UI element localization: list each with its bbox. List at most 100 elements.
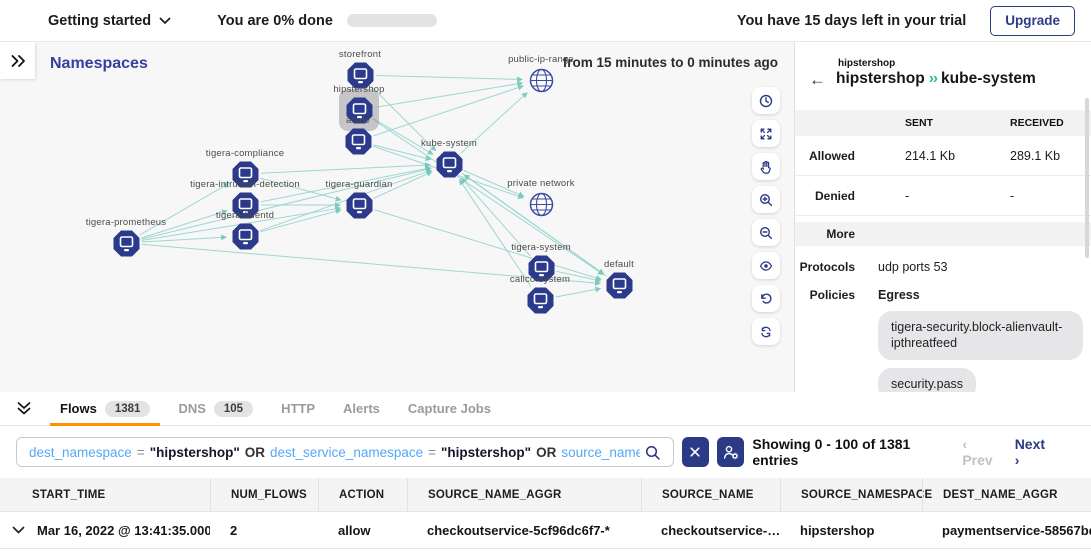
tab-label: DNS [178, 401, 205, 416]
namespace-icon [436, 151, 463, 178]
zoom-out-icon [759, 226, 773, 240]
row-expand-chevron-icon[interactable] [12, 526, 25, 535]
next-page-button[interactable]: Next › [1015, 436, 1051, 468]
flows-cell-source_namespace: hipstershop [780, 523, 922, 538]
traffic-row-denied: Denied-- [795, 176, 1091, 216]
double-chevron-right-icon [10, 54, 26, 68]
graph-node-tigera-guardian[interactable] [346, 192, 373, 219]
graph-pan-button[interactable] [752, 153, 780, 180]
tab-count-badge: 105 [214, 401, 253, 417]
traffic-received-value: 289.1 Kb [1010, 149, 1091, 163]
pagination: Showing 0 - 100 of 1381 entries ‹ Prev N… [752, 436, 1051, 468]
flows-table-body: Mar 16, 2022 @ 13:41:35.0002allowcheckou… [0, 512, 1091, 549]
graph-visibility-button[interactable] [752, 252, 780, 279]
progress-bar [347, 14, 437, 27]
graph-zoom-out-button[interactable] [752, 219, 780, 246]
graph-zoom-in-button[interactable] [752, 186, 780, 213]
details-scrollbar[interactable] [1085, 98, 1089, 258]
flows-table-row[interactable]: Mar 16, 2022 @ 13:41:35.0002allowcheckou… [0, 512, 1091, 549]
refresh-icon [759, 325, 773, 339]
flows-cell-source_name: checkoutservice-… [641, 523, 780, 538]
tab-flows[interactable]: Flows1381 [46, 392, 164, 426]
clear-filter-button[interactable] [682, 437, 709, 467]
policy-pill[interactable]: tigera-security.block-alienvault-ipthrea… [878, 311, 1083, 360]
flow-details-panel: hipstershop ← hipstershop››kube-system S… [795, 42, 1091, 392]
namespace-icon [527, 287, 554, 314]
globe-icon [528, 67, 555, 94]
query-token-op: = [137, 445, 145, 460]
graph-undo-button[interactable] [752, 285, 780, 312]
flows-col-start_time: START_TIME [0, 478, 210, 512]
node-label-calico-system: calico-system [455, 274, 625, 285]
trial-days-label: You have 15 days left in your trial [737, 13, 966, 29]
user-gear-icon [723, 445, 739, 460]
traffic-sent-value: - [905, 189, 1010, 203]
node-label-public-ip-range: public-ip-range [456, 54, 626, 65]
chevron-down-icon [159, 17, 171, 25]
node-label-tigera-compliance: tigera-compliance [160, 148, 330, 159]
flows-col-source_name: SOURCE_NAME [641, 478, 780, 512]
traffic-row-allowed: Allowed214.1 Kb289.1 Kb [795, 136, 1091, 176]
flows-col-action: ACTION [318, 478, 407, 512]
policies-row: Policies Egress tigera-security.block-al… [795, 288, 1091, 392]
tab-capture-jobs[interactable]: Capture Jobs [394, 392, 505, 426]
tab-alerts[interactable]: Alerts [329, 392, 394, 426]
clock-icon [759, 94, 773, 108]
graph-node-kube-system[interactable] [436, 151, 463, 178]
query-token-keyword: OR [245, 445, 265, 460]
more-section-header: More [795, 222, 1091, 246]
close-icon [690, 447, 700, 457]
graph-node-private-network[interactable] [528, 191, 555, 218]
flows-table-header: START_TIMENUM_FLOWSACTIONSOURCE_NAME_AGG… [0, 478, 1091, 512]
fit-view-icon [759, 127, 773, 141]
getting-started-label: Getting started [48, 13, 151, 29]
progress-label: You are 0% done [217, 13, 333, 29]
traffic-row-label: Denied [795, 189, 905, 203]
query-token-field: dest_service_namespace [270, 445, 423, 460]
upgrade-button[interactable]: Upgrade [990, 6, 1075, 36]
tab-dns[interactable]: DNS 105 [164, 392, 267, 426]
showing-entries-label: Showing 0 - 100 of 1381 entries [752, 436, 946, 468]
protocols-row: Protocols udp ports 53 [795, 260, 1091, 274]
bottom-tab-bar: Flows1381 DNS 105 HTTPAlertsCapture Jobs [0, 392, 1091, 426]
tab-http[interactable]: HTTP [267, 392, 329, 426]
back-arrow-icon[interactable]: ← [809, 71, 826, 88]
graph-node-public-ip-range[interactable] [528, 67, 555, 94]
globe-icon [528, 191, 555, 218]
double-chevron-down-icon [16, 401, 32, 416]
namespace-icon [346, 192, 373, 219]
flows-cell-start_time: Mar 16, 2022 @ 13:41:35.000 [0, 523, 210, 538]
filter-row: dest_namespace = "hipstershop" OR dest_servi… [0, 426, 1091, 478]
filter-query-input[interactable]: dest_namespace = "hipstershop" OR dest_servi… [16, 437, 674, 467]
query-token-op: = [428, 445, 436, 460]
collapse-panel-button[interactable] [16, 401, 32, 416]
graph-toolbar [752, 87, 780, 345]
graph-time-button[interactable] [752, 87, 780, 114]
query-token-keyword: OR [536, 445, 556, 460]
undo-icon [759, 292, 773, 306]
graph-node-calico-system[interactable] [527, 287, 554, 314]
traffic-received-value: - [1010, 189, 1091, 203]
policy-pill[interactable]: security.pass [878, 368, 976, 393]
node-label-tigera-guardian: tigera-guardian [274, 179, 444, 190]
user-settings-button[interactable] [717, 437, 744, 467]
filter-query: dest_namespace = "hipstershop" OR dest_servi… [29, 445, 640, 460]
graph-fit-view-button[interactable] [752, 120, 780, 147]
visibility-icon [759, 259, 773, 273]
graph-node-tigera-prometheus[interactable] [113, 230, 140, 257]
query-token-field: dest_namespace [29, 445, 132, 460]
flows-col-source_name_aggr: SOURCE_NAME_AGGR [407, 478, 641, 512]
flows-col-dest_name_aggr: DEST_NAME_AGGR [922, 478, 1091, 512]
node-label-tigera-prometheus: tigera-prometheus [41, 217, 211, 228]
tab-count-badge: 1381 [105, 401, 151, 417]
query-token-value: "hipstershop" [441, 445, 531, 460]
top-bar: Getting started You are 0% done You have… [0, 0, 1091, 42]
expand-sidebar-button[interactable] [0, 42, 35, 79]
prev-page-button[interactable]: ‹ Prev [962, 436, 998, 468]
getting-started-dropdown[interactable]: Getting started [48, 13, 171, 29]
graph-refresh-button[interactable] [752, 318, 780, 345]
namespace-icon [232, 223, 259, 250]
graph-node-tigera-fluentd[interactable] [232, 223, 259, 250]
traffic-table: SENT RECEIVED Allowed214.1 Kb289.1 KbDen… [795, 110, 1091, 216]
